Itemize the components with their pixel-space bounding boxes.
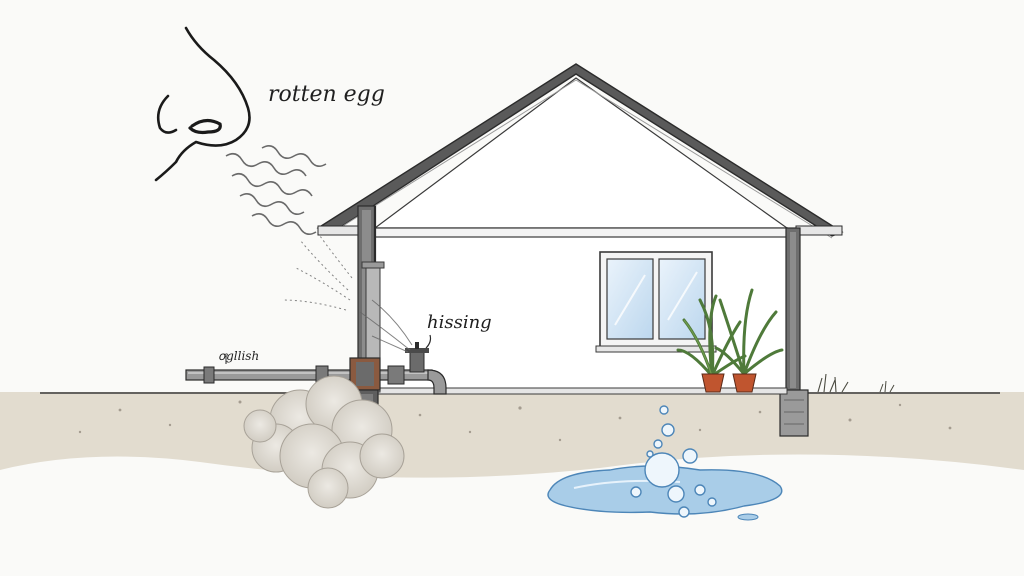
nose-icon <box>154 26 251 182</box>
valve-icon <box>405 342 429 373</box>
sound-label: hissing <box>427 312 492 333</box>
smell-label: rotten egg <box>268 82 385 107</box>
odor-waves-icon <box>225 144 327 236</box>
potted-plant-icon <box>676 288 784 393</box>
bubble-icon <box>630 405 717 518</box>
right-wall <box>779 227 809 437</box>
pipe-note-label: ꝍgllish <box>218 349 260 363</box>
gas-cloud-icon <box>243 375 405 509</box>
hissing-spray <box>281 235 413 353</box>
house <box>316 63 844 437</box>
window <box>595 251 717 353</box>
hissing-leader <box>425 334 432 349</box>
